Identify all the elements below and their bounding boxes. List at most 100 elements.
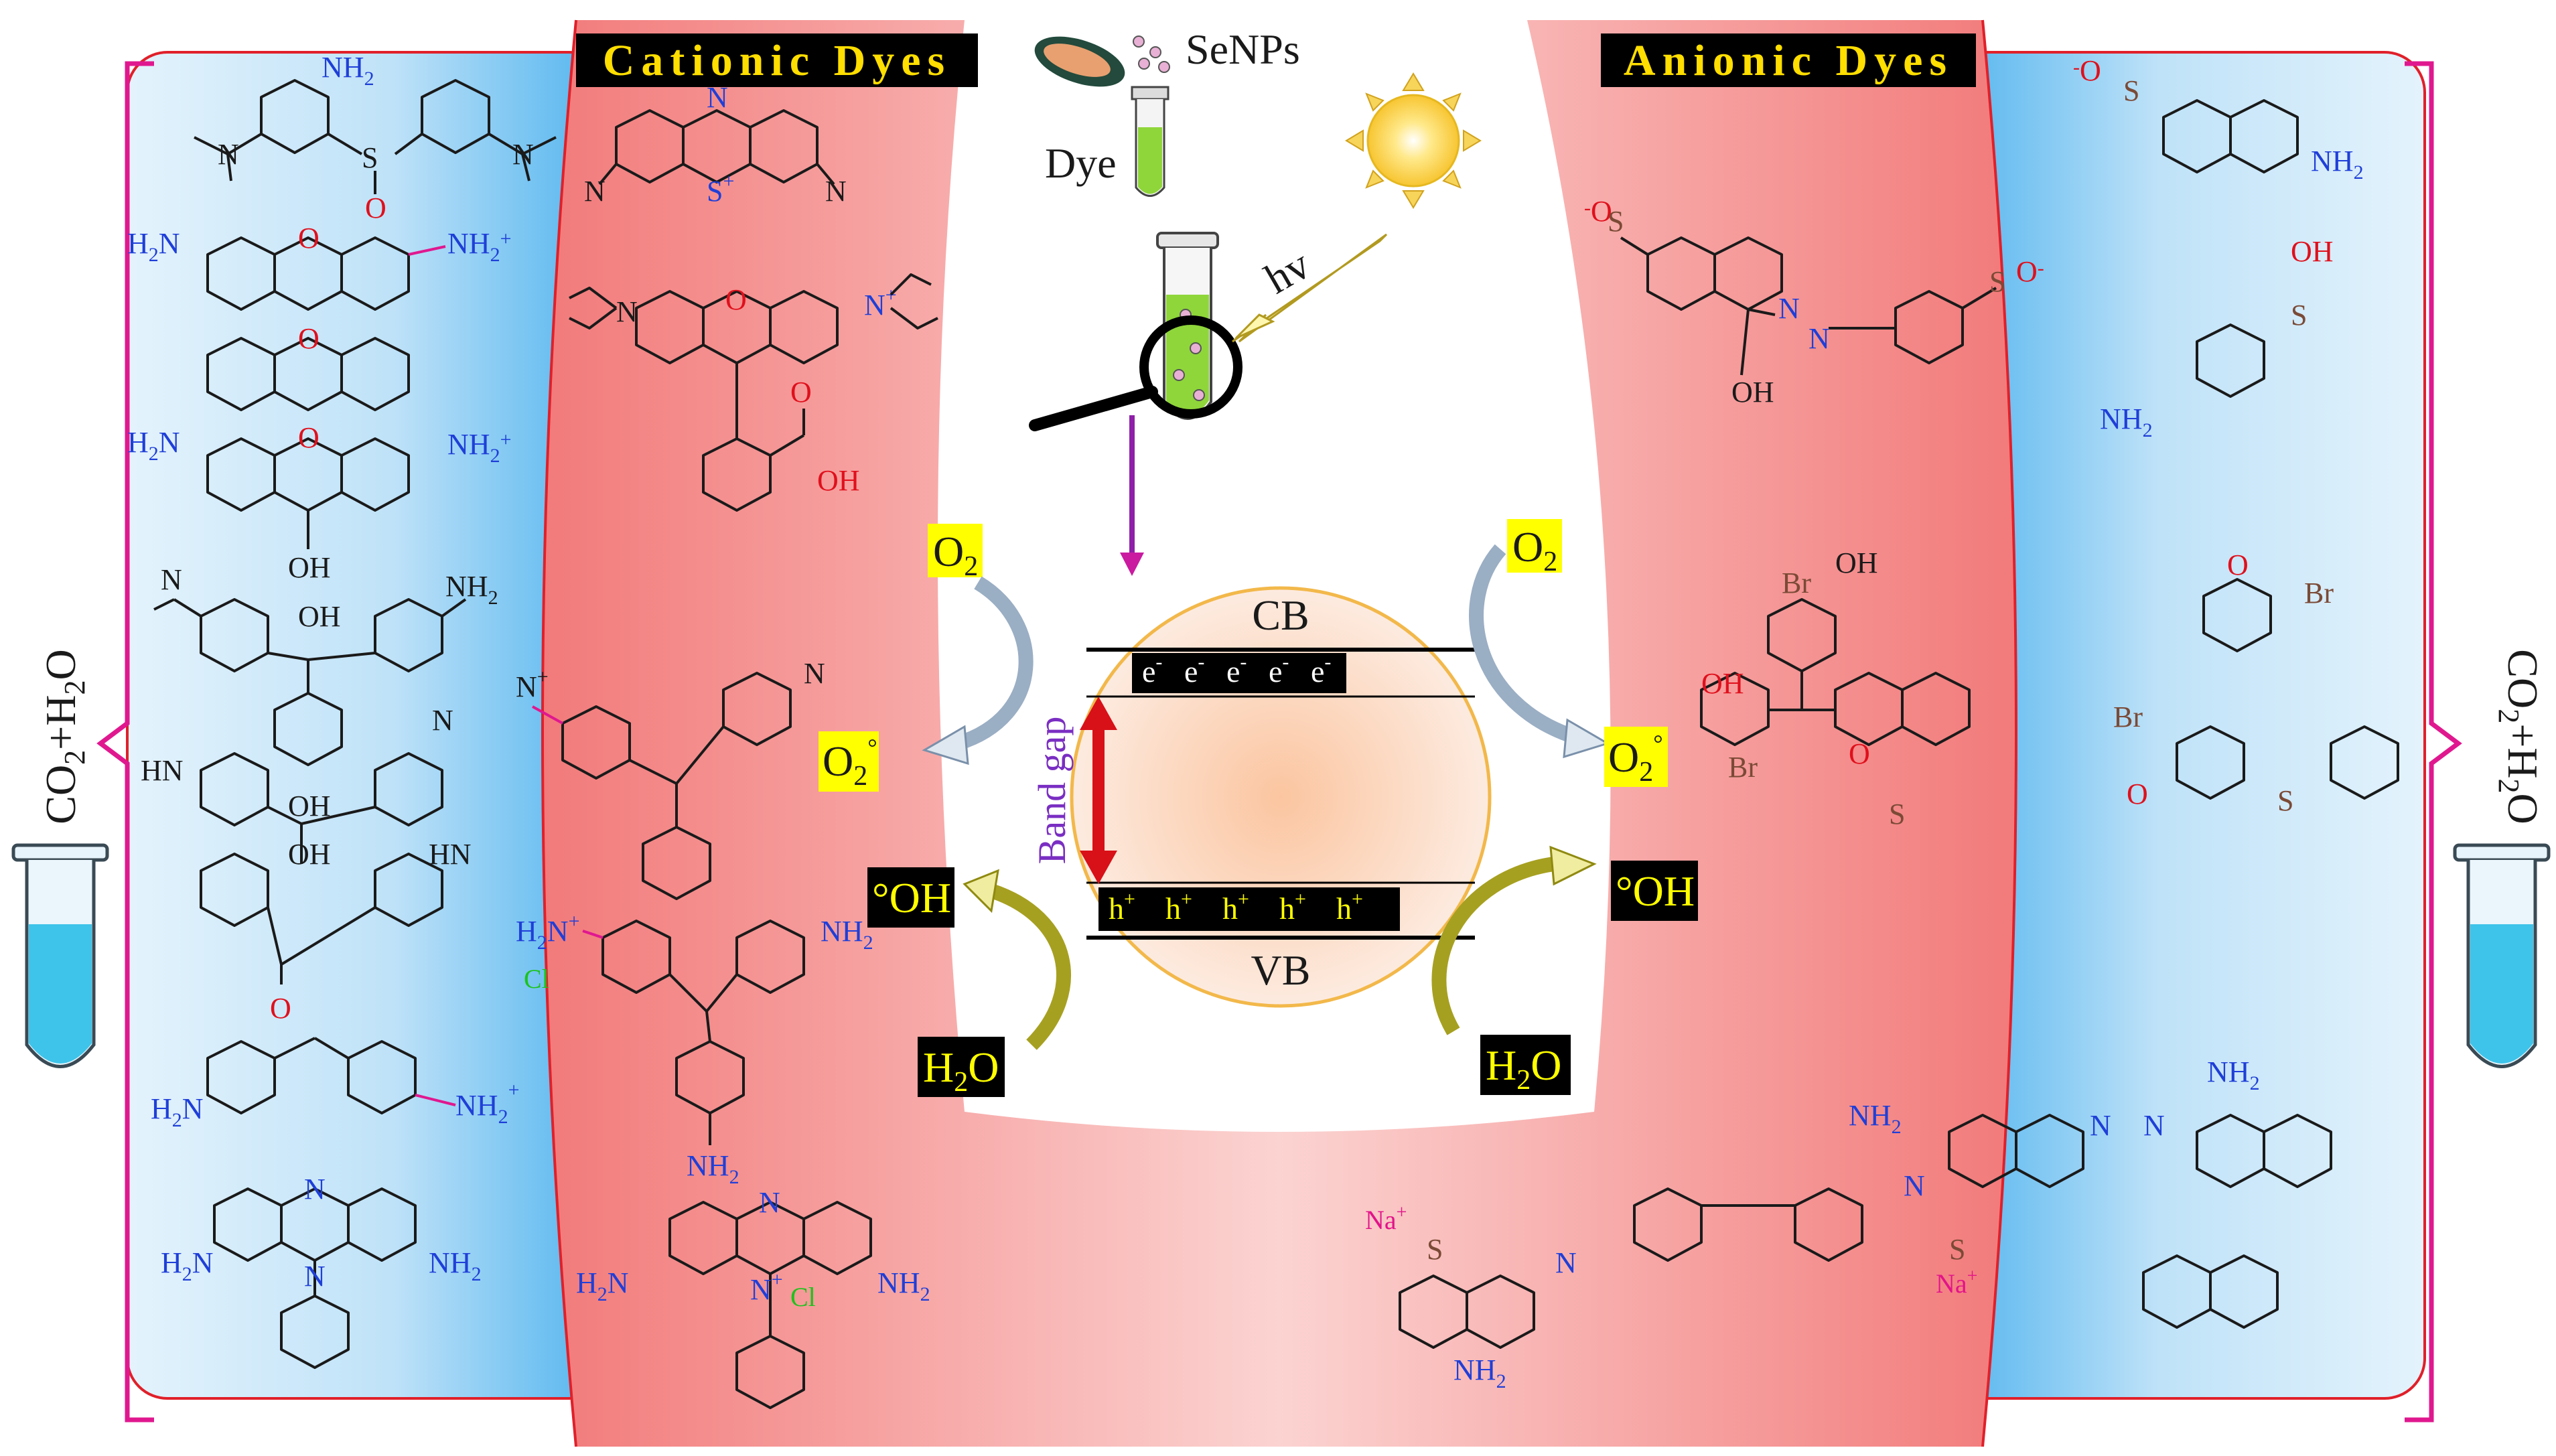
- n-label-cg1: N: [1904, 1169, 1925, 1202]
- structure-azo-sulfonate: -O S N N OH S O-: [1584, 195, 2044, 409]
- amine-label-r4: NH: [2207, 1055, 2250, 1088]
- oxygen-label-6: O: [270, 992, 291, 1025]
- band-gap-label: Band gap: [1030, 717, 1074, 865]
- amine-label-2: NH: [447, 227, 490, 260]
- oh-label-az: OH: [1731, 376, 1774, 409]
- o2-left: O2: [928, 524, 983, 582]
- svg-text:O2: O2: [1512, 523, 1557, 577]
- h2o-left: H2O: [918, 1037, 1005, 1098]
- s-label-az2: S: [1989, 265, 2005, 298]
- svg-text:h+: h+: [1279, 888, 1306, 926]
- structure-blue-7: H2N NH2+: [151, 1037, 519, 1131]
- red-cylinder-left-edge: [541, 19, 577, 1447]
- sulfur-label-mb: S: [707, 175, 723, 208]
- n-label-1b: N: [512, 138, 534, 171]
- hole-4: h: [1279, 891, 1295, 926]
- oh-radical-left-text: °OH: [872, 874, 951, 922]
- o2-radical-left: O2°: [819, 731, 879, 792]
- electron-3: e: [1226, 654, 1240, 688]
- o-label-r3: O: [2227, 549, 2249, 581]
- svg-text:e-: e-: [1226, 651, 1247, 688]
- s-label-r3: S: [2277, 784, 2293, 817]
- hole-1: h: [1109, 891, 1124, 926]
- holes: h+ h+ h+ h+ h+: [1109, 888, 1363, 926]
- down-arrow-icon: [1120, 415, 1144, 576]
- sun-icon: [1345, 72, 1482, 209]
- hole-3: h: [1222, 891, 1238, 926]
- svg-text:N+: N+: [864, 284, 897, 321]
- structure-bromocresol: Br OH OH Br O S: [1700, 547, 1971, 830]
- n-label-1a: N: [218, 138, 239, 171]
- amine-label-r1: NH: [2311, 145, 2354, 177]
- structure-r-bromophenol: O Br Br O S: [2113, 549, 2399, 817]
- svg-text:NH2: NH2: [445, 570, 498, 609]
- svg-text:O-: O-: [2016, 255, 2044, 288]
- electrons: e- e- e- e- e-: [1142, 651, 1331, 688]
- svg-text:N+: N+: [750, 1268, 783, 1306]
- structure-blue-5: N OH NH2: [153, 563, 498, 766]
- svg-text:-O: -O: [1584, 195, 1612, 228]
- red-cylinder-right-edge: [1981, 19, 2017, 1447]
- svg-text:NH2+: NH2+: [455, 1079, 519, 1128]
- n-label-6: N: [432, 704, 453, 737]
- o2-right: O2: [1507, 519, 1562, 577]
- svg-text:H2N: H2N: [576, 1266, 629, 1305]
- arrow-head-left-oh: [963, 869, 999, 914]
- svg-text:H2N+: H2N+: [516, 910, 579, 954]
- s-label-cg2: S: [1427, 1233, 1443, 1266]
- o-label-bc: O: [1849, 737, 1870, 770]
- br-label-r3b: Br: [2113, 701, 2143, 733]
- n-label-sf2: N: [750, 1273, 772, 1306]
- h2n-label-pr: H: [516, 915, 537, 948]
- oh-radical-right-text: °OH: [1616, 867, 1695, 915]
- structure-pararosaniline: H2N+ Cl NH2 NH2: [516, 910, 873, 1188]
- svg-text:h+: h+: [1109, 888, 1135, 926]
- svg-text:H2N: H2N: [151, 1092, 204, 1131]
- h2o-right-text: H: [1486, 1041, 1516, 1089]
- h2n-label-2: H: [127, 227, 149, 260]
- br-label-bc1: Br: [1782, 567, 1811, 599]
- oh-label-r1: OH: [2291, 235, 2334, 268]
- s-label-r2: S: [2291, 299, 2307, 332]
- hydroxyl-label-5: OH: [298, 600, 341, 633]
- n-label-az1: N: [1778, 292, 1800, 325]
- n-label-sf1: N: [759, 1186, 780, 1219]
- hydroxyl-label-4: OH: [288, 551, 331, 584]
- hole-2: h: [1165, 891, 1181, 926]
- svg-text:NH2: NH2: [322, 51, 374, 90]
- amine-label-7: NH: [455, 1089, 498, 1122]
- svg-text:H2O: H2O: [923, 1043, 999, 1098]
- svg-text:NH2+: NH2+: [447, 227, 511, 266]
- oxygen-label-rh: O: [725, 283, 747, 316]
- n-label-rh1: N: [616, 295, 638, 328]
- oh-radical-left: °OH: [867, 867, 954, 928]
- amine-label-1: NH: [322, 51, 364, 84]
- senps-label: SeNPs: [1186, 25, 1300, 73]
- na-label-cg1: Na: [1365, 1205, 1397, 1235]
- vb-label: VB: [1251, 946, 1311, 994]
- cb-label: CB: [1252, 591, 1309, 639]
- h2n-label-sf: H: [576, 1266, 597, 1299]
- o2-right-text: O: [1512, 523, 1543, 571]
- s-label-cg1: S: [1949, 1233, 1965, 1266]
- h2n-label-7: H: [151, 1092, 172, 1125]
- n-label-5: N: [161, 563, 182, 596]
- svg-text:O2: O2: [933, 528, 978, 582]
- n-label-mb3: N: [825, 175, 847, 208]
- svg-text:H2N: H2N: [127, 426, 180, 465]
- anionic-header: Anionic Dyes: [1601, 33, 1976, 87]
- svg-text:NH2: NH2: [687, 1149, 739, 1188]
- svg-text:S+: S+: [707, 170, 734, 208]
- n-label-mb: N: [707, 81, 728, 114]
- svg-text:NH2: NH2: [2207, 1055, 2260, 1094]
- chloride-label-2: Cl: [790, 1282, 816, 1312]
- svg-text:NH2: NH2: [2100, 403, 2153, 441]
- n-label-8b: N: [304, 1260, 326, 1293]
- structure-safranin: N N+ Cl H2N NH2: [576, 1186, 930, 1409]
- structure-methylene-blue: N S+ N N: [584, 81, 847, 208]
- hydroxyl-label-6a: OH: [288, 790, 331, 822]
- right-panel-structures: S -O NH2 OH S NH2 O Br Br O S NH2 N N: [2073, 54, 2399, 1329]
- o2-radical-right: O2°: [1604, 727, 1668, 788]
- n-label-cg2: N: [1555, 1246, 1577, 1279]
